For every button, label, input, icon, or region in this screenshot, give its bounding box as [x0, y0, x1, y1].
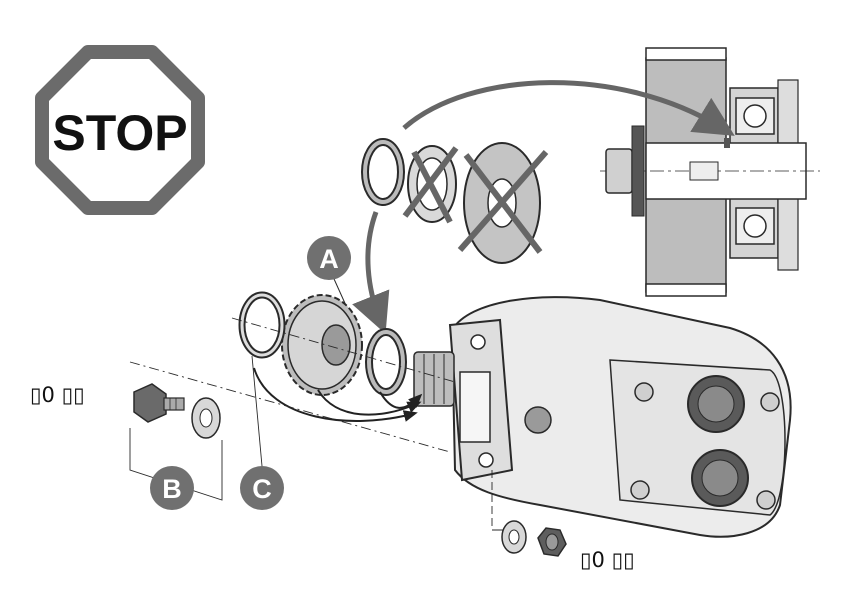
callout-b: B [150, 466, 194, 510]
pump-circlip [365, 328, 407, 396]
spline-gear [281, 294, 363, 396]
shaft-washer [631, 125, 645, 217]
nut-washer [501, 520, 527, 554]
bolt-torque-label: ▯0 ▯▯ [30, 383, 85, 407]
motor-housing-top-lip [645, 47, 727, 61]
shaft-bolt-head [605, 148, 633, 194]
hydraulic-pump [413, 296, 792, 538]
front-circlip [238, 291, 286, 359]
arrow-ring-to-shaft [379, 391, 423, 409]
arrow-down-to-pump [352, 211, 390, 334]
bolt-washer [191, 397, 221, 439]
pump-nameplate [459, 371, 491, 443]
crossed-out-washer [402, 145, 459, 224]
motor-housing-bottom-lip [645, 283, 727, 297]
mounting-nut [537, 527, 567, 557]
top-circlip [361, 138, 405, 206]
pump-bolt-2 [760, 392, 780, 412]
pump-bolt-3 [630, 480, 650, 500]
motor-shaft-assembly [600, 47, 820, 297]
pump-bolt-4 [756, 490, 776, 510]
stop-sign: STOP [35, 45, 205, 215]
shaft-screw-tip [689, 161, 719, 181]
pump-bolt-1 [634, 382, 654, 402]
callout-b-badge [150, 466, 194, 510]
bearing-bottom [735, 207, 775, 245]
bearing-top [735, 97, 775, 135]
nut-torque-label: ▯0 ▯▯ [580, 548, 635, 572]
arrow-circlip-to-shaft [253, 367, 418, 422]
retaining-ring-position-marker [724, 138, 730, 148]
arrow-gear-to-shaft [317, 389, 422, 416]
mounting-bolt [133, 383, 185, 423]
pump-flange-hole-bottom [478, 452, 494, 468]
stop-sign-text: STOP [52, 105, 187, 161]
callout-a-badge [307, 236, 351, 280]
callout-a-letter: A [319, 244, 339, 274]
alignment-line-lower [129, 361, 451, 453]
pump-flange-hole-top [470, 334, 486, 350]
callout-c-badge [240, 466, 284, 510]
callout-b-letter: B [162, 474, 182, 504]
callout-c-letter: C [252, 474, 272, 504]
pump-side-port [524, 406, 552, 434]
crossed-out-spacer [457, 142, 549, 264]
stop-sign-octagon [35, 45, 205, 215]
arrow-to-shaft [402, 80, 735, 136]
callout-c: C [240, 355, 284, 510]
